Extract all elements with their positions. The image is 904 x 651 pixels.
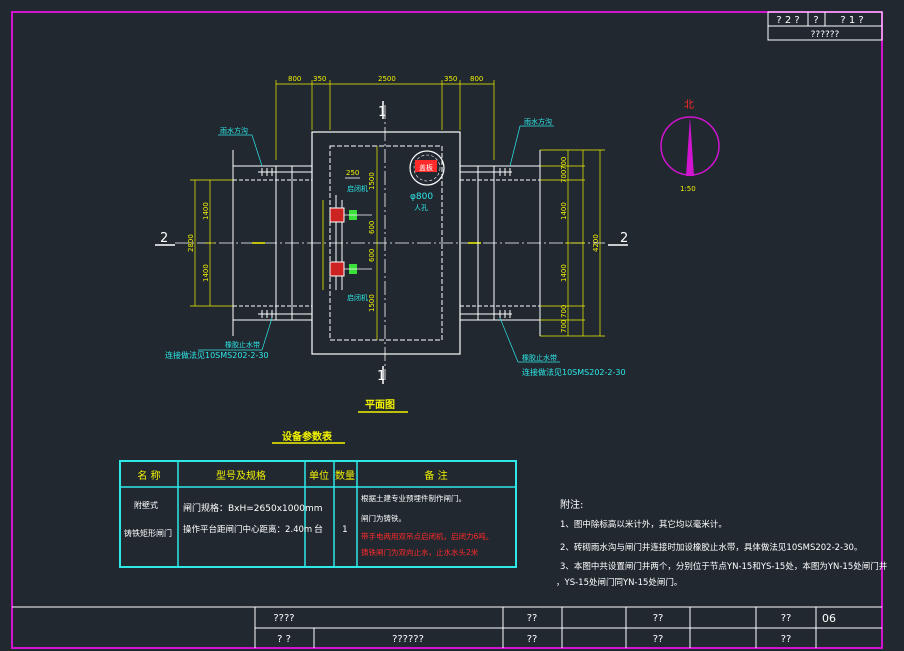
th-spec: 型号及规格 [216, 469, 266, 482]
north-label: 北 [684, 99, 694, 111]
north-arrow: 北 1:50 [660, 99, 720, 193]
tb-top-cell-2: ? [813, 15, 818, 26]
td-qty: 1 [342, 525, 348, 535]
right-channel [460, 150, 541, 336]
pipe-label-left: 雨水方沟 [220, 126, 248, 135]
td-spec-1: 闸门规格：BxH=2650x1000mm [183, 502, 322, 514]
manhole-label: 盖板 [419, 163, 433, 172]
section-mark-2-right: 2 [620, 231, 628, 246]
tb-cell-3: ?????? [392, 634, 424, 645]
td-name-1: 附壁式 [134, 500, 158, 510]
equipment-table [119, 460, 517, 568]
dim-chain-top [275, 80, 495, 160]
manhole-label2: 人孔 [414, 204, 428, 212]
tb-cell-9: ?? [781, 634, 792, 645]
note-3a: 3、本图中共设置闸门井两个，分别位于节点YN-15和YS-15处，本图为YN-1… [560, 561, 887, 572]
tb-cell-6: ?? [653, 613, 664, 624]
dim-left-2800: 2800 [187, 234, 195, 252]
pipe-label-right: 雨水方沟 [524, 117, 552, 126]
td-name-2: 铸铁矩形闸门 [124, 528, 172, 538]
gate-label-2: 启闭机 [347, 293, 368, 302]
north-scale: 1:50 [680, 185, 696, 193]
td-remark-4: 铸铁闸门为双向止水，止水水头2米 [361, 547, 479, 557]
tb-top-cell-1: ? 2 ? [776, 15, 799, 26]
note-bl-2: 连接做法见10SMS202-2-30 [165, 350, 269, 360]
manhole-inner [413, 154, 441, 182]
tb-cell-1: ???? [273, 613, 294, 624]
td-remark-2: 闸门为铸铁。 [361, 513, 406, 523]
dim-left-1400-top: 1400 [202, 202, 210, 220]
td-remark-1: 根据土建专业预埋件制作闸门。 [361, 493, 466, 503]
title-block-bottom [12, 606, 882, 648]
tb-top-subtitle: ?????? [811, 30, 840, 40]
tb-cell-7: ?? [653, 634, 664, 645]
dim-right-700-d: 700 [560, 320, 568, 333]
dim-right-4200: 4200 [592, 234, 600, 252]
th-name: 名 称 [137, 469, 160, 482]
dim-top-2500: 2500 [378, 75, 396, 83]
section-mark-2-left: 2 [160, 231, 168, 246]
note-1: 1、图中除标高以米计外，其它均以毫米计。 [560, 519, 727, 530]
dim-inner-2: 600 [368, 221, 376, 234]
th-remark: 备 注 [424, 469, 447, 482]
manhole-cover-tag [415, 160, 437, 172]
dim-chain-left [190, 179, 233, 307]
plan-view: 2 2 1 1 [155, 75, 628, 413]
dim-right-700-b: 700 [560, 170, 568, 183]
gate-assembly [322, 177, 372, 290]
note-2: 2、砖砌雨水沟与闸门井连接时加设橡胶止水带，具体做法见10SMS202-2-30… [560, 542, 862, 553]
td-unit: 台 [314, 523, 323, 535]
dim-inner-4: 1500 [368, 294, 376, 312]
dim-left-1400-bottom: 1400 [202, 264, 210, 282]
note-br-1: 橡胶止水带 [522, 353, 557, 362]
tb-cell-5: ?? [527, 634, 538, 645]
plan-title: 平面图 [365, 399, 395, 411]
dim-right-700-c: 700 [560, 305, 568, 318]
notes: 附注: 1、图中除标高以米计外，其它均以毫米计。 2、砖砌雨水沟与闸门井连接时加… [556, 498, 887, 588]
note-bl-1: 橡胶止水带 [225, 340, 260, 349]
tb-top-cell-3: ? 1 ? [840, 15, 863, 26]
title-block-top: ? 2 ? ? ? 1 ? ?????? [767, 11, 883, 41]
dim-inner-1: 1500 [368, 172, 376, 190]
tb-sheet-no: 06 [822, 612, 836, 625]
dim-top-350-left: 350 [313, 75, 326, 83]
dim-right-700-a: 700 [560, 157, 568, 170]
dim-inner-3: 600 [368, 249, 376, 262]
note-br-2: 连接做法见10SMS202-2-30 [522, 367, 626, 377]
dim-top-800-left: 800 [288, 75, 301, 83]
th-unit: 单位 [309, 469, 329, 482]
section-mark-1-bottom: 1 [377, 369, 385, 384]
manhole-circle [409, 150, 445, 186]
tb-cell-4: ?? [527, 613, 538, 624]
dim-right-1400-b: 1400 [560, 264, 568, 282]
dim-top-350-right: 350 [444, 75, 457, 83]
section-mark-1-top: 1 [378, 105, 386, 120]
equipment-title: 设备参数表 [282, 430, 333, 443]
td-remark-3: 带手电两用双吊点启闭机，启闭力6吨。 [361, 531, 493, 541]
td-spec-2: 操作平台距闸门中心距离：2.40m [183, 524, 312, 535]
th-qty: 数量 [335, 469, 355, 482]
left-channel [232, 150, 312, 336]
notes-heading: 附注: [560, 498, 583, 511]
dim-250: 250 [346, 169, 359, 177]
dim-chain-right [540, 149, 605, 337]
dim-top-800-right: 800 [470, 75, 483, 83]
dim-right-1400-a: 1400 [560, 202, 568, 220]
manhole-dia: φ800 [410, 192, 433, 202]
tb-cell-2: ? ? [277, 634, 291, 645]
chamber-outer-wall [311, 131, 461, 355]
gate-label-1: 启闭机 [347, 184, 368, 193]
note-3b: ，YS-15处闸门同YN-15处闸门。 [556, 577, 682, 588]
chamber-inner-wall [329, 145, 443, 341]
tb-cell-8: ?? [781, 613, 792, 624]
